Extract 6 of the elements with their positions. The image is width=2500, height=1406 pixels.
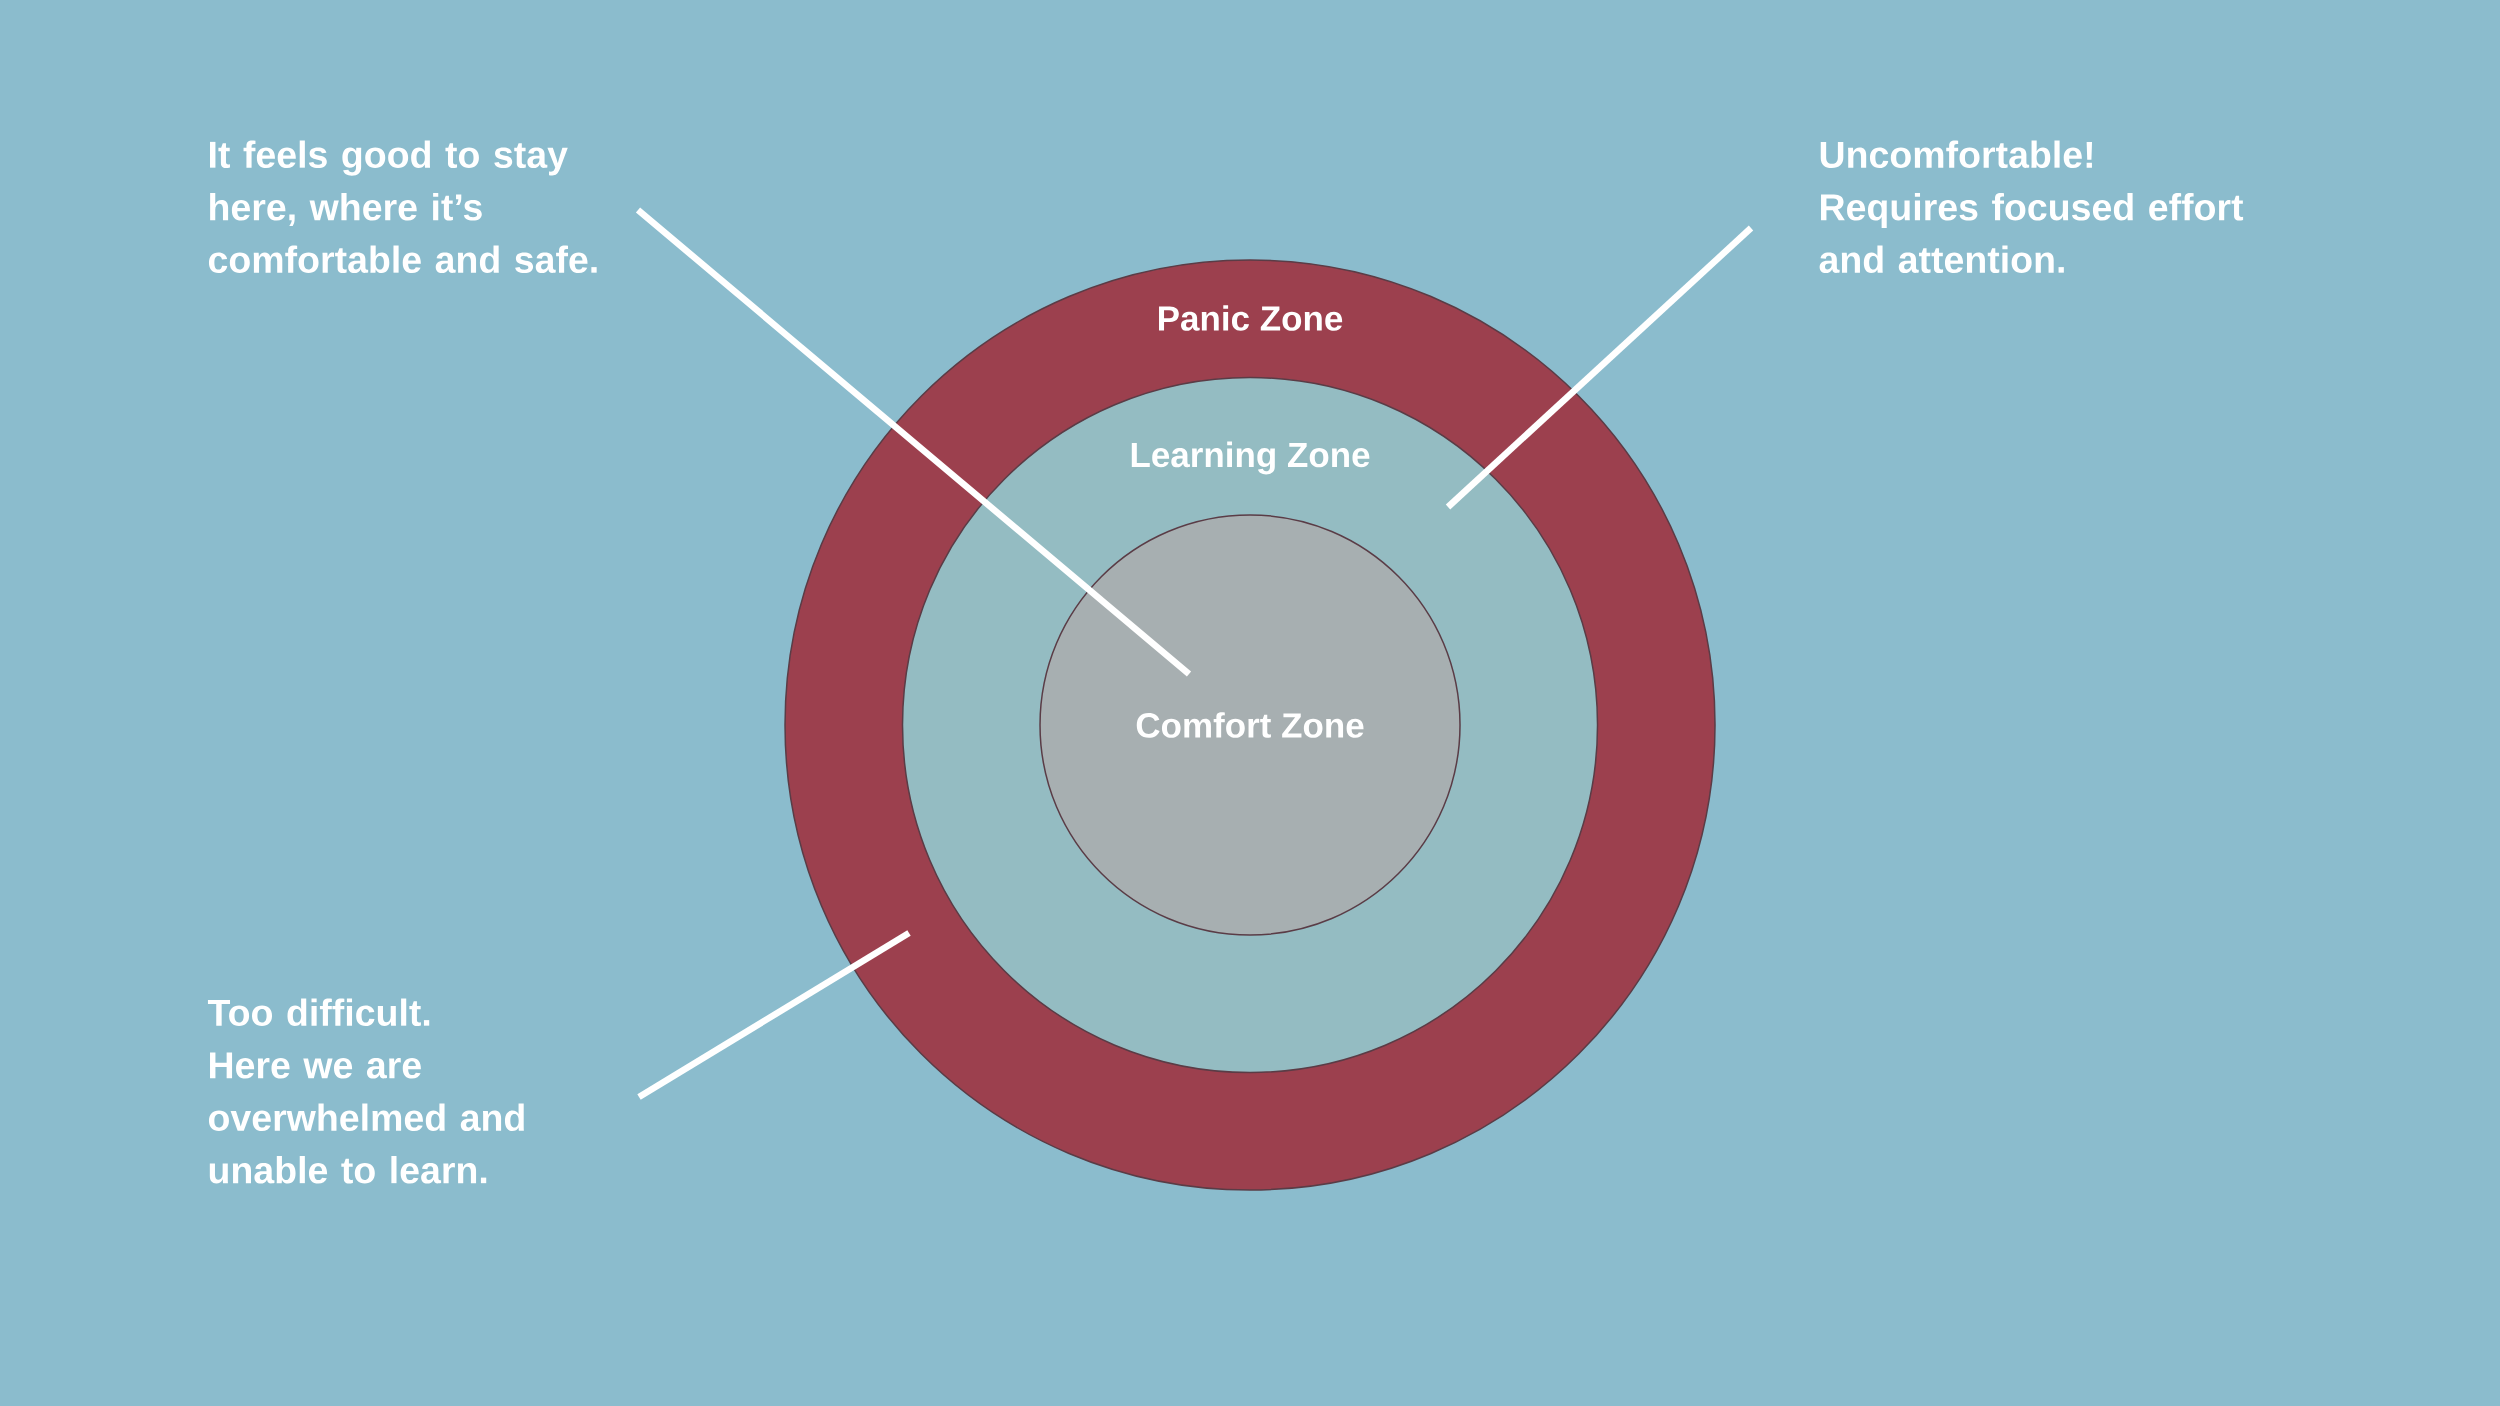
callout-text: Uncomfortable! Requires focused effort and attention. (1819, 140, 2244, 274)
leader-line (1445, 225, 1754, 510)
callout-text: It feels good to stay here, where it’s comfortable and safe. (208, 140, 597, 274)
leader-line (635, 207, 1192, 677)
leader-line (637, 930, 911, 1100)
callout-text: Too difficult. Here we are overwhelmed and unable to learn. (207, 998, 524, 1184)
